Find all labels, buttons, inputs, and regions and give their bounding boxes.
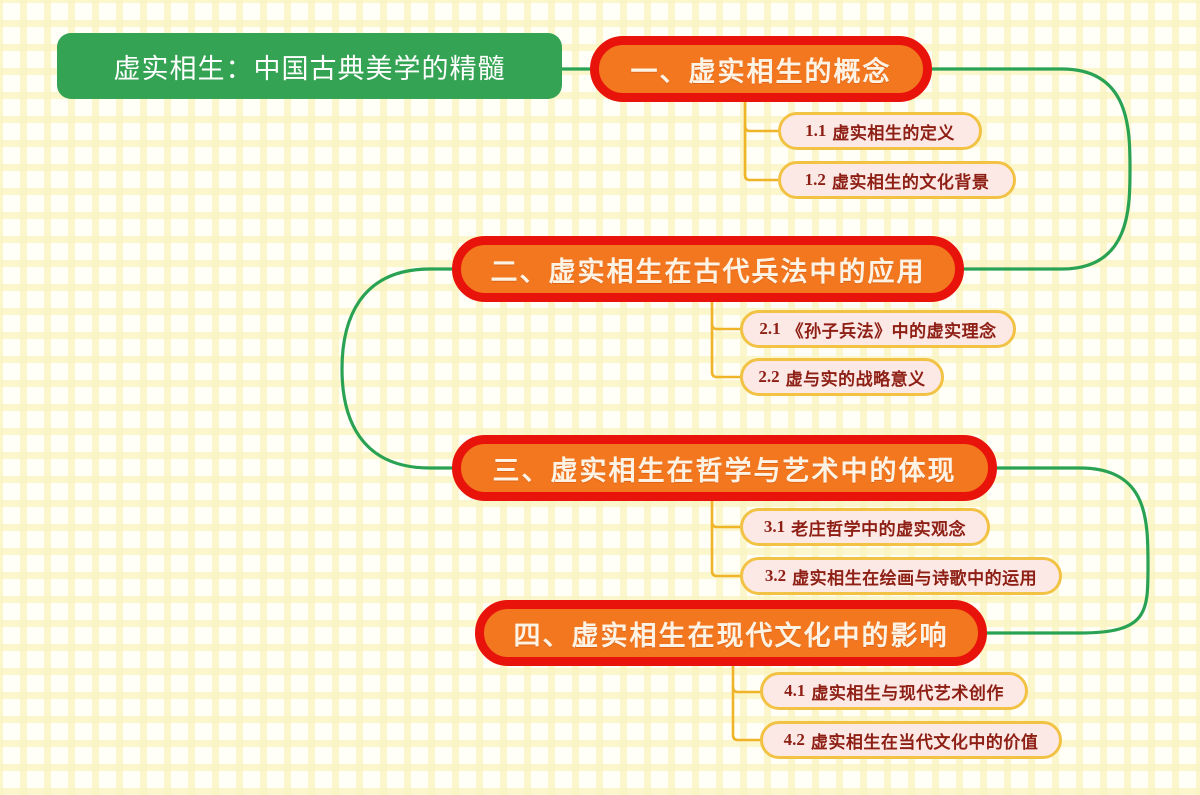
leaf-node-3-2-label: 虚实相生在绘画与诗歌中的运用 [792,568,1038,588]
leaf-node-2-1-number: 2.1 [759,319,781,338]
edge-branch-2-to-branch-3 [340,267,454,470]
branch-node-3-label: 三、虚实相生在哲学与艺术中的体现 [492,455,957,486]
leaf-node-4-2-label: 虚实相生在当代文化中的价值 [810,732,1039,752]
branch-node-2-label: 二、虚实相生在古代兵法中的应用 [490,256,926,287]
leaf-node-2-2-label: 虚与实的战略意义 [785,369,926,389]
leaf-node-3-2[interactable]: 3.2 虚实相生在绘画与诗歌中的运用 [740,557,1062,595]
edge-branch-3-to-branch-4 [985,466,1150,635]
leaf-node-2-1-label: 《孙子兵法》中的虚实理念 [786,321,997,341]
leaf-node-4-1[interactable]: 4.1 虚实相生与现代艺术创作 [760,672,1028,710]
branch-node-4[interactable]: 四、虚实相生在现代文化中的影响 [475,600,987,666]
leaf-node-2-2[interactable]: 2.2 虚与实的战略意义 [740,358,944,396]
subtree-edges-branch-2 [710,298,742,379]
subtree-edges-branch-3 [710,497,742,578]
leaf-node-1-1-number: 1.1 [805,121,827,140]
leaf-node-3-1[interactable]: 3.1 老庄哲学中的虚实观念 [740,508,990,546]
leaf-node-1-1-label: 虚实相生的定义 [832,123,955,143]
branch-node-1[interactable]: 一、虚实相生的概念 [590,36,932,102]
leaf-node-1-2-number: 1.2 [804,170,826,189]
leaf-node-2-1[interactable]: 2.1 《孙子兵法》中的虚实理念 [740,310,1016,348]
leaf-node-1-2[interactable]: 1.2 虚实相生的文化背景 [778,161,1016,199]
leaf-node-4-1-number: 4.1 [784,681,806,700]
leaf-node-1-2-label: 虚实相生的文化背景 [831,172,990,192]
leaf-node-3-2-number: 3.2 [764,566,787,585]
subtree-edges-branch-1 [743,98,780,182]
root-node[interactable]: 虚实相生：中国古典美学的精髓 [57,33,562,99]
branch-node-2[interactable]: 二、虚实相生在古代兵法中的应用 [452,236,964,302]
leaf-node-2-2-number: 2.2 [758,367,780,386]
branch-node-1-label: 一、虚实相生的概念 [630,56,892,87]
subtree-edges-branch-4 [731,662,762,742]
branch-node-4-label: 四、虚实相生在现代文化中的影响 [513,620,949,651]
leaf-node-4-2[interactable]: 4.2 虚实相生在当代文化中的价值 [760,721,1062,759]
branch-node-3[interactable]: 三、虚实相生在哲学与艺术中的体现 [452,435,997,501]
root-node-label: 虚实相生：中国古典美学的精髓 [113,53,506,84]
leaf-node-3-1-number: 3.1 [763,517,786,536]
leaf-node-1-1[interactable]: 1.1 虚实相生的定义 [778,112,982,150]
leaf-node-3-1-label: 老庄哲学中的虚实观念 [791,519,967,539]
leaf-node-4-1-label: 虚实相生与现代艺术创作 [811,683,1004,703]
leaf-node-4-2-number: 4.2 [783,730,805,749]
